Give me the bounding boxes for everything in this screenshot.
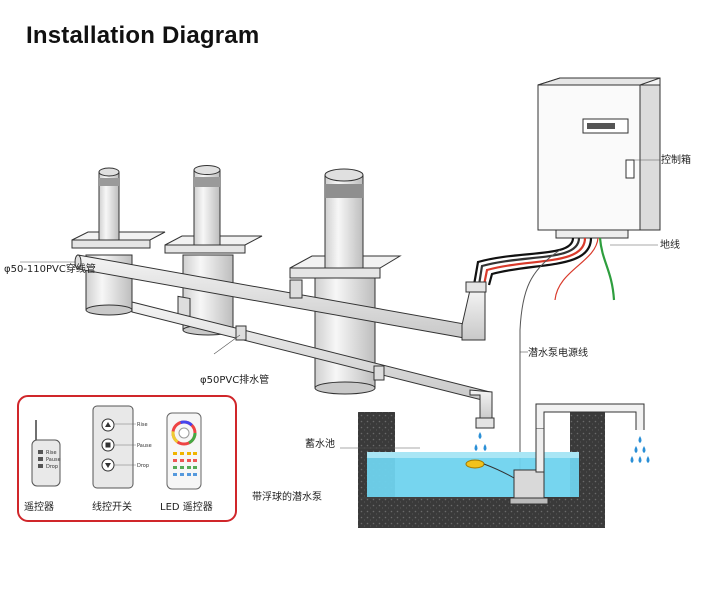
led-remote: LED 遥控器: [160, 412, 213, 513]
label-pvc-conduit: φ50-110PVC穿线管: [4, 262, 96, 275]
control-box: [537, 77, 661, 239]
pvc-drain-pipe: [131, 301, 495, 429]
reservoir-pit: [358, 412, 605, 528]
label-remote: 遥控器: [24, 500, 54, 513]
label-ground-wire: 地线: [660, 238, 680, 251]
label-wired-switch: 线控开关: [92, 500, 132, 513]
switch-drop-label: Drop: [137, 463, 149, 469]
remote-pause-label: Pause: [46, 457, 61, 463]
switch-rise-label: Rise: [137, 422, 148, 428]
switch-pause-label: Pause: [137, 443, 152, 449]
label-float-pump: 带浮球的潜水泵: [252, 490, 322, 503]
remote-drop-label: Drop: [46, 464, 58, 470]
control-box-handle: [625, 159, 635, 179]
label-led-remote: LED 遥控器: [160, 500, 213, 513]
remote-rise-label: Rise: [46, 450, 57, 456]
water-drops-drain: [474, 432, 487, 451]
label-reservoir: 蓄水池: [305, 437, 335, 450]
label-drain-pipe: φ50PVC排水管: [200, 373, 269, 386]
label-control-box: 控制箱: [661, 153, 691, 166]
submersible-pump: [465, 403, 645, 505]
bollard-1: [71, 167, 166, 316]
pause-icon: [105, 442, 111, 448]
diagram-title: Installation Diagram: [26, 22, 260, 49]
remote-control: Rise Pause Drop 遥控器: [24, 420, 61, 513]
float-ball: [465, 459, 485, 469]
pvc-conduit-pipe: [74, 254, 487, 341]
drop-icon: [105, 463, 111, 468]
pump-power-cable: [519, 249, 561, 470]
rise-icon: [105, 422, 111, 427]
cable-bundle: [472, 237, 616, 301]
label-pump-power-line: 潜水泵电源线: [528, 346, 588, 359]
controls-panel: Rise Pause Drop 遥控器 Rise Pause Drop 线控开关: [17, 395, 237, 522]
wired-switch: Rise Pause Drop 线控开关: [92, 405, 152, 513]
water-drops-outlet: [630, 436, 650, 463]
